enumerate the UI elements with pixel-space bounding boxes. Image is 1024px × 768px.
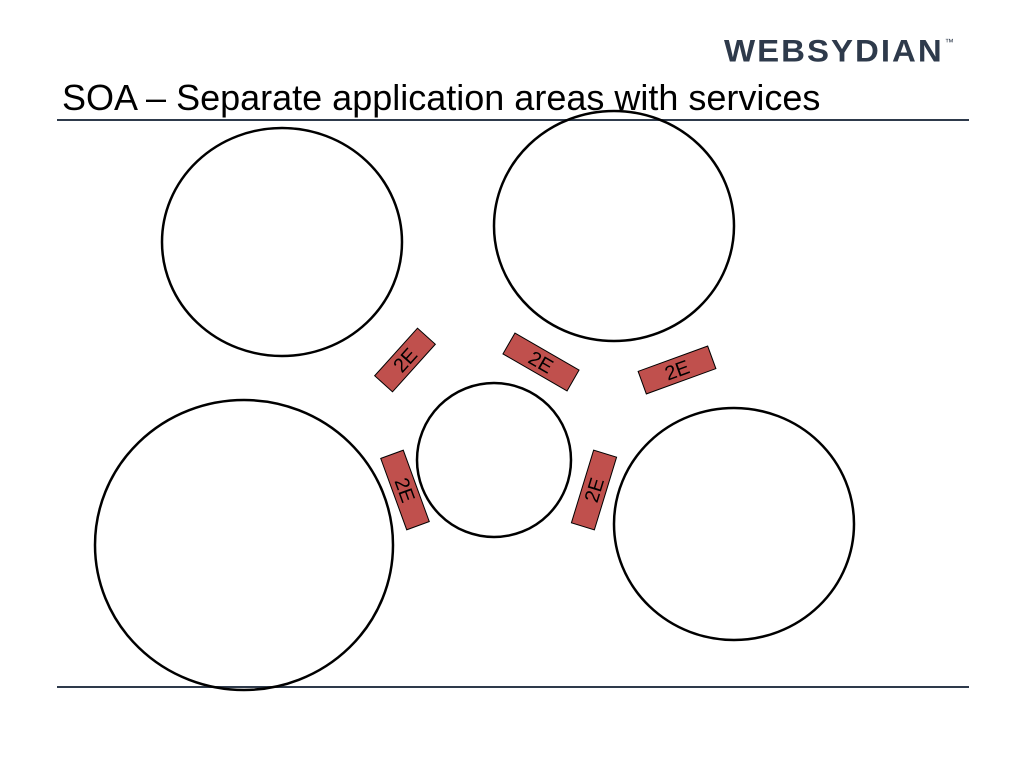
footer-divider	[57, 686, 969, 688]
application-area-top-right	[492, 109, 736, 343]
logo-wordmark: WEBSYDIAN	[724, 32, 944, 69]
title-divider	[57, 119, 969, 121]
application-area-bottom-right	[612, 406, 856, 642]
application-area-top-left	[160, 126, 404, 358]
application-area-bottom-left	[93, 398, 395, 692]
websydian-logo: WEBSYDIAN ™	[724, 32, 954, 72]
slide-title: SOA – Separate application areas with se…	[62, 77, 821, 118]
service-connector: 2E	[502, 332, 580, 392]
service-connector: 2E	[373, 327, 437, 393]
service-connector: 2E	[637, 345, 717, 395]
service-connector: 2E	[570, 449, 618, 531]
logo-trademark: ™	[944, 37, 954, 47]
application-area-center	[415, 381, 573, 539]
application-areas	[93, 109, 856, 692]
